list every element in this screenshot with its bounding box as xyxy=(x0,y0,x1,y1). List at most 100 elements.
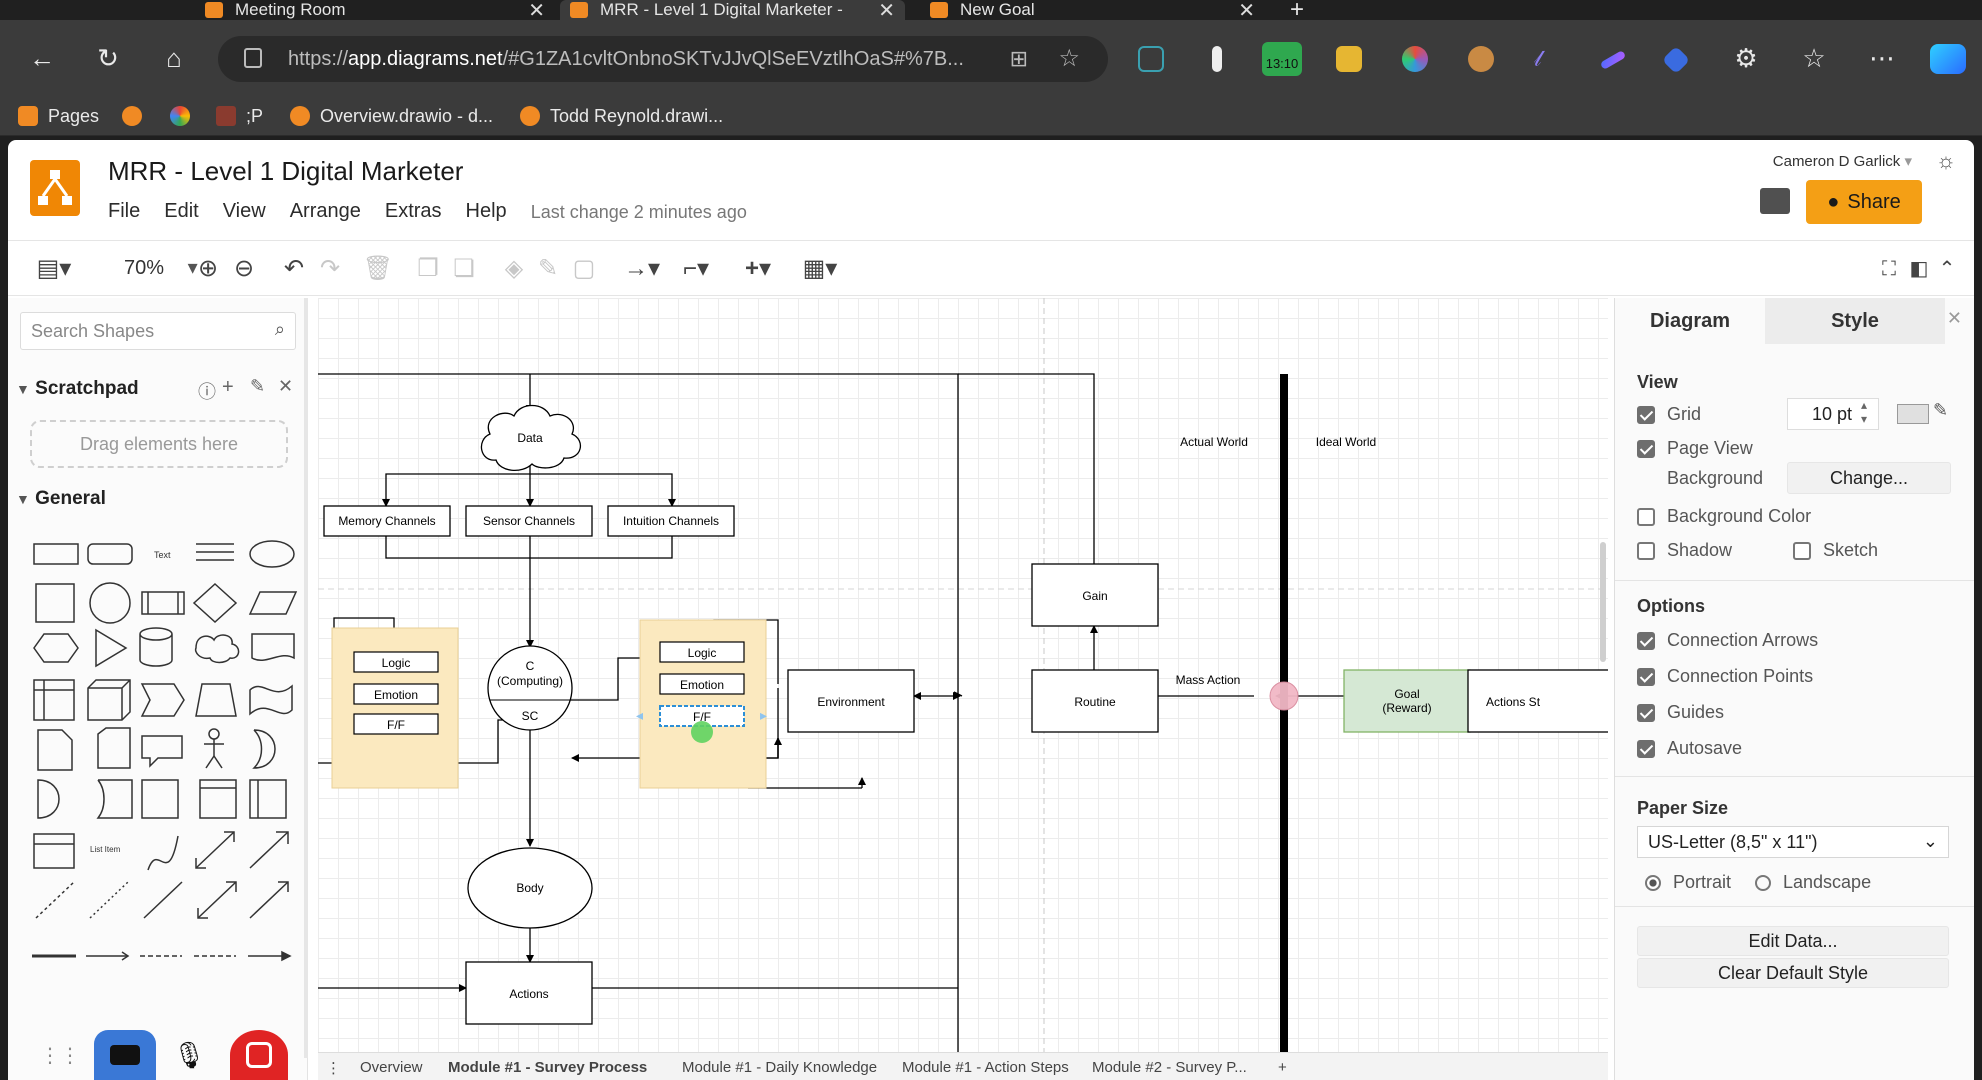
to-back-icon[interactable]: ❏ xyxy=(453,255,475,282)
insert-plus-icon[interactable]: +▾ xyxy=(744,255,772,282)
page-tab-overview[interactable]: Overview xyxy=(360,1059,423,1076)
table-icon[interactable]: ▦▾ xyxy=(802,255,838,282)
stepper-icon[interactable]: ▴▾ xyxy=(1861,398,1868,426)
extension-color-icon[interactable] xyxy=(1402,46,1428,72)
redo-icon[interactable]: ↷ xyxy=(319,255,341,282)
mass-action-junction[interactable] xyxy=(1269,681,1299,711)
connection-points-checkbox[interactable]: Connection Points xyxy=(1637,666,1813,687)
help-icon[interactable]: ⓘ xyxy=(198,382,216,402)
sidebar-scrollbar[interactable] xyxy=(304,298,308,1058)
extension-timer-icon[interactable]: 13:10 xyxy=(1262,42,1302,76)
bookmark-p[interactable]: ;P xyxy=(216,102,263,130)
change-background-button[interactable]: Change... xyxy=(1787,462,1951,494)
copilot-icon[interactable] xyxy=(1930,44,1966,74)
add-icon[interactable]: + xyxy=(222,376,234,398)
edit-pencil-icon[interactable]: ✎ xyxy=(250,376,266,396)
goal-box[interactable] xyxy=(1343,669,1471,733)
arrow-left-hint-icon[interactable]: ◂ xyxy=(636,708,643,724)
zoom-dropdown[interactable]: 70% ▾ xyxy=(124,255,198,280)
guides-checkbox[interactable]: Guides xyxy=(1637,702,1724,723)
sketch-checkbox[interactable]: Sketch xyxy=(1793,540,1878,561)
diagram-canvas[interactable]: Data Memory Channels Sensor Channels Int… xyxy=(318,298,1608,1068)
extension-n-icon[interactable] xyxy=(1138,46,1164,72)
search-shapes-input[interactable]: Search Shapes⌕ xyxy=(20,312,296,350)
to-front-icon[interactable]: ❐ xyxy=(417,255,439,282)
environment-box[interactable] xyxy=(787,669,915,733)
undo-icon[interactable]: ↶ xyxy=(283,255,305,282)
page-tab-module1-action[interactable]: Module #1 - Action Steps xyxy=(902,1059,1069,1076)
close-icon[interactable]: ✕ xyxy=(278,376,294,396)
share-button[interactable]: ●Share xyxy=(1806,180,1922,224)
left-logic-box[interactable] xyxy=(353,651,439,673)
autosave-checkbox[interactable]: Autosave xyxy=(1637,738,1742,759)
edit-data-button[interactable]: Edit Data... xyxy=(1637,926,1949,956)
routine-box[interactable] xyxy=(1031,669,1159,733)
close-panel-icon[interactable]: ✕ xyxy=(1946,308,1962,328)
extension-yellow-icon[interactable] xyxy=(1336,46,1362,72)
general-shapes-palette[interactable]: Text xyxy=(24,530,300,970)
bookmark-google[interactable] xyxy=(170,102,200,130)
memory-channels-box[interactable] xyxy=(323,505,451,537)
fill-color-icon[interactable]: ◈ xyxy=(504,255,524,282)
pages-menu-icon[interactable]: ⋮ xyxy=(326,1060,341,1077)
address-bar[interactable]: https://app.diagrams.net/#G1ZA1cvltOnbno… xyxy=(218,36,1108,82)
portrait-radio[interactable]: Portrait xyxy=(1645,872,1731,893)
extension-tag-icon[interactable] xyxy=(1661,45,1691,75)
menu-file[interactable]: File xyxy=(108,200,141,222)
bookmark-overview-drawio[interactable]: Overview.drawio - d... xyxy=(290,102,493,130)
drag-handle-icon[interactable]: ⋮⋮ xyxy=(40,1044,80,1067)
left-emotion-box[interactable] xyxy=(353,683,439,705)
close-tab-icon[interactable]: ✕ xyxy=(1238,0,1255,22)
close-tab-icon[interactable]: ✕ xyxy=(878,0,895,22)
background-color-checkbox[interactable]: Background Color xyxy=(1637,506,1811,527)
menu-help[interactable]: Help xyxy=(465,200,507,222)
scratchpad-header[interactable]: ▼ Scratchpad xyxy=(16,378,139,400)
comments-icon[interactable] xyxy=(1760,188,1790,214)
menu-view[interactable]: View xyxy=(222,200,266,222)
extension-script-icon[interactable]: 𝓁 xyxy=(1534,46,1542,71)
menu-edit[interactable]: Edit xyxy=(164,200,199,222)
page-tab-module2-survey[interactable]: Module #2 - Survey P... xyxy=(1092,1059,1247,1076)
sensor-channels-box[interactable] xyxy=(465,505,593,537)
right-emotion-box[interactable] xyxy=(659,673,745,695)
shadow-checkbox[interactable]: Shadow xyxy=(1637,540,1732,561)
microphone-icon[interactable]: 🎙 xyxy=(172,1039,206,1070)
toggle-panel-icon[interactable]: ◧ xyxy=(1909,258,1929,280)
favorites-icon[interactable]: ☆ xyxy=(1802,43,1826,73)
page-view-checkbox[interactable]: Page View xyxy=(1637,438,1753,459)
tab-diagram[interactable]: Diagram xyxy=(1615,298,1765,344)
bookmark-pages[interactable]: Pages xyxy=(18,102,99,130)
computing-circle[interactable] xyxy=(487,645,573,731)
world-divider-line[interactable] xyxy=(1280,374,1288,1068)
zoom-out-icon[interactable]: ⊖ xyxy=(233,255,255,282)
extension-person-icon[interactable] xyxy=(1212,46,1222,72)
diagram-title[interactable]: MRR - Level 1 Digital Marketer xyxy=(108,156,464,186)
bookmark-drawio[interactable] xyxy=(122,102,152,130)
grid-checkbox[interactable]: Grid xyxy=(1637,404,1701,425)
waypoints-icon[interactable]: ⌐▾ xyxy=(682,255,710,282)
grid-color-swatch[interactable] xyxy=(1897,404,1929,424)
stop-recording-button[interactable] xyxy=(230,1030,288,1080)
actions-box[interactable] xyxy=(465,961,593,1025)
reload-icon[interactable]: ↻ xyxy=(97,43,119,73)
intuition-channels-box[interactable] xyxy=(607,505,735,537)
line-color-icon[interactable]: ✎ xyxy=(537,255,559,282)
body-ellipse[interactable] xyxy=(467,847,593,929)
connection-hover-point[interactable] xyxy=(691,721,713,743)
general-header[interactable]: ▼ General xyxy=(16,488,106,510)
home-icon[interactable]: ⌂ xyxy=(166,43,182,73)
menu-arrange[interactable]: Arrange xyxy=(289,200,361,222)
data-cloud[interactable] xyxy=(480,404,582,471)
canvas-vertical-scrollbar[interactable] xyxy=(1600,542,1606,662)
collapse-icon[interactable]: ⌃ xyxy=(1938,258,1956,280)
arrow-right-hint-icon[interactable]: ▸ xyxy=(760,708,767,724)
search-icon[interactable]: ⌕ xyxy=(274,319,285,339)
right-logic-box[interactable] xyxy=(659,641,745,663)
fullscreen-icon[interactable]: ⛶ xyxy=(1882,258,1896,280)
browser-tab-meeting-room[interactable]: Meeting Room ✕ xyxy=(205,0,555,22)
extension-pen-icon[interactable] xyxy=(1599,50,1627,70)
extensions-puzzle-icon[interactable]: ⚙ xyxy=(1734,43,1758,73)
camera-button[interactable] xyxy=(94,1030,156,1080)
favorite-star-icon[interactable]: ☆ xyxy=(1058,45,1080,72)
shadow-icon[interactable]: ▢ xyxy=(572,255,596,282)
